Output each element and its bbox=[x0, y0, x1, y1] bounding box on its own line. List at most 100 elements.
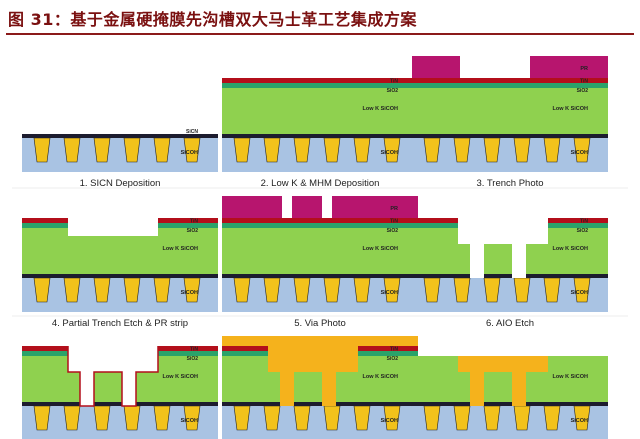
photoresist bbox=[292, 196, 322, 218]
via-plug bbox=[293, 137, 311, 163]
tin-layer bbox=[158, 346, 218, 351]
copper-damascene bbox=[458, 356, 548, 406]
layer-label-lowk: Low K SiCOH bbox=[163, 246, 198, 252]
layer-label-sicoh: SiCOH bbox=[181, 418, 198, 424]
via-plug bbox=[293, 405, 311, 431]
sio2-layer bbox=[412, 83, 608, 88]
via-plug bbox=[33, 137, 51, 163]
layer-label-sio2: SiO2 bbox=[187, 228, 199, 234]
sio2-layer bbox=[22, 351, 68, 356]
via-plug bbox=[63, 137, 81, 163]
figure-title: 图 31：基于金属硬掩膜先沟槽双大马士革工艺集成方案 bbox=[8, 10, 417, 29]
tin-layer bbox=[412, 78, 608, 83]
step-caption: 4. Partial Trench Etch & PR strip bbox=[52, 318, 188, 329]
trench-opening bbox=[68, 346, 158, 372]
sio2-layer bbox=[548, 223, 608, 228]
via-plug bbox=[123, 277, 141, 303]
via-plug bbox=[323, 277, 341, 303]
via-opening bbox=[80, 372, 94, 406]
sio2-layer bbox=[222, 223, 418, 228]
layer-label-lowk: Low K SiCOH bbox=[553, 106, 588, 112]
layer-label-tin: TiN bbox=[390, 79, 398, 85]
via-plug bbox=[513, 277, 531, 303]
sicn-layer bbox=[222, 402, 418, 406]
via-plug bbox=[513, 405, 531, 431]
layer-label-sicn: SiCN bbox=[186, 129, 198, 135]
step-caption: 2. Low K & MHM Deposition bbox=[261, 178, 380, 189]
barrier-seed-liner bbox=[67, 346, 159, 407]
via-plug bbox=[453, 137, 471, 163]
layer-label-sicoh: SiCOH bbox=[181, 290, 198, 296]
via-plug bbox=[123, 405, 141, 431]
via-plug bbox=[543, 277, 561, 303]
via-plug bbox=[263, 405, 281, 431]
via-plug bbox=[233, 137, 251, 163]
via-opening bbox=[122, 372, 136, 406]
layer-label-lowk: Low K SiCOH bbox=[363, 106, 398, 112]
layer-label-lowk: Low K SiCOH bbox=[363, 246, 398, 252]
via-plug bbox=[543, 405, 561, 431]
via-plug bbox=[93, 405, 111, 431]
lowk-layer bbox=[412, 88, 608, 134]
layer-label-tin: TiN bbox=[190, 219, 198, 225]
sio2-layer bbox=[158, 223, 218, 228]
via-plug bbox=[233, 277, 251, 303]
panel-step-7: SiCOHSiCNTiNSiO2Low K SiCOH7. Barrier & … bbox=[22, 346, 218, 439]
tin-layer bbox=[22, 346, 68, 351]
tin-layer bbox=[222, 218, 418, 223]
copper-fill bbox=[222, 346, 358, 406]
lowk-layer bbox=[222, 88, 418, 134]
layer-label-sicoh: SiCOH bbox=[381, 150, 398, 156]
title-rule bbox=[6, 33, 634, 35]
layer-label-pr: PR bbox=[390, 206, 398, 212]
via-plug bbox=[123, 137, 141, 163]
layer-label-sicoh: SiCOH bbox=[571, 150, 588, 156]
via-plug bbox=[153, 405, 171, 431]
via-plug bbox=[263, 277, 281, 303]
tin-layer bbox=[22, 218, 68, 223]
via-plug bbox=[453, 405, 471, 431]
via-plug bbox=[63, 277, 81, 303]
via-plug bbox=[93, 277, 111, 303]
layer-label-sio2: SiO2 bbox=[187, 356, 199, 362]
sio2-layer bbox=[22, 223, 68, 228]
sicn-layer bbox=[222, 134, 418, 138]
via-plug bbox=[483, 405, 501, 431]
layer-label-sicoh: SiCOH bbox=[571, 418, 588, 424]
sicn-layer bbox=[412, 134, 608, 138]
lowk-layer bbox=[222, 228, 418, 274]
via-plug bbox=[543, 137, 561, 163]
via-plug bbox=[33, 277, 51, 303]
layer-label-sio2: SiO2 bbox=[387, 88, 399, 94]
via-plug bbox=[323, 405, 341, 431]
layer-label-sio2: SiO2 bbox=[387, 228, 399, 234]
layer-label-tin: TiN bbox=[580, 79, 588, 85]
trench-opening bbox=[68, 218, 158, 236]
sio2-layer bbox=[222, 83, 418, 88]
sicn-layer bbox=[22, 402, 218, 406]
via-plug bbox=[423, 405, 441, 431]
via-plug bbox=[323, 137, 341, 163]
via-plug bbox=[293, 277, 311, 303]
via-plug bbox=[263, 137, 281, 163]
step-caption: 6. AIO Etch bbox=[486, 318, 534, 329]
tin-layer bbox=[358, 346, 418, 351]
via-plug bbox=[353, 137, 371, 163]
tin-layer bbox=[412, 218, 458, 223]
layer-label-sicoh: SiCOH bbox=[571, 290, 588, 296]
via-opening bbox=[512, 244, 526, 278]
via-plug bbox=[423, 137, 441, 163]
sicn-layer bbox=[22, 134, 218, 138]
photoresist bbox=[412, 56, 460, 78]
layer-label-pr: PR bbox=[580, 66, 588, 72]
sicn-layer bbox=[22, 274, 218, 278]
sicn-layer bbox=[412, 402, 608, 406]
via-plug bbox=[513, 137, 531, 163]
layer-label-tin: TiN bbox=[190, 347, 198, 353]
tin-layer bbox=[222, 78, 418, 83]
